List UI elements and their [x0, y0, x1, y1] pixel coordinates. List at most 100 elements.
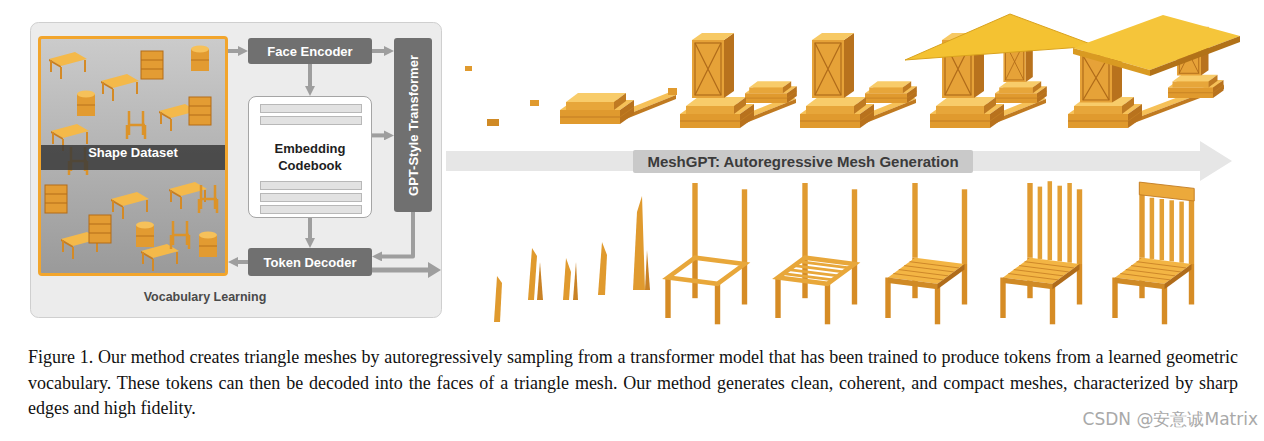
table-sequence — [995, 81, 1047, 103]
table-sequence — [692, 33, 734, 98]
box-label: Shape Dataset — [41, 145, 225, 170]
chair-sequence — [573, 262, 578, 300]
figure-caption: Figure 1. Our method creates triangle me… — [28, 345, 1238, 422]
table-sequence — [1073, 15, 1240, 70]
chair-sequence — [1115, 258, 1192, 290]
flow-arrow — [308, 218, 312, 242]
generation-band-arrow — [446, 141, 1232, 181]
transformer-box: GPT-Style Transformer — [394, 38, 432, 212]
table-sequence — [800, 97, 874, 128]
chair-sequence — [563, 258, 571, 300]
dataset-thumbnails — [141, 244, 179, 271]
chair-sequence — [915, 183, 965, 264]
table-sequence — [487, 119, 499, 126]
table-sequence — [530, 100, 539, 106]
dataset-thumbnails — [191, 46, 209, 72]
table-sequence — [465, 14, 1240, 128]
chair-sequence — [528, 248, 537, 300]
chair-sequence — [778, 183, 855, 324]
dataset-thumbnails — [127, 111, 145, 139]
flow-arrow — [228, 49, 242, 53]
codebook-entries — [249, 97, 371, 217]
table-sequence — [465, 66, 472, 71]
chair-sequence — [783, 262, 849, 280]
dataset-thumbnails — [49, 52, 87, 79]
chair-sequence — [1152, 198, 1182, 263]
token-decoder-box: Token Decoder — [248, 248, 372, 276]
dataset-thumbnails — [136, 222, 154, 248]
codebook-entry — [260, 205, 362, 214]
table-sequence — [865, 81, 917, 103]
flow-arrow — [234, 260, 248, 264]
output-arrow — [372, 268, 429, 273]
chair-sequence — [1115, 258, 1192, 325]
table-sequence — [905, 14, 1096, 60]
chair-sequence — [598, 242, 607, 295]
table-sequence — [930, 97, 1004, 128]
chair-sequence — [645, 250, 650, 290]
table-sequence — [800, 33, 917, 128]
dataset-thumbnails — [171, 221, 189, 249]
flow-arrow — [372, 133, 388, 137]
vocabulary-panel: Vocabulary Learning — [30, 22, 442, 318]
chair-sequence — [888, 258, 965, 325]
box-label: Embedding Codebook — [254, 140, 366, 174]
table-sequence — [745, 81, 797, 103]
box-label: Vocabulary Learning — [30, 290, 380, 304]
box-label: Face Encoder — [267, 44, 352, 59]
table-sequence — [560, 93, 634, 124]
box-label: GPT-Style Transformer — [406, 55, 421, 196]
box-label: MeshGPT: Autoregressive Mesh Generation — [647, 153, 958, 170]
chair-sequence — [888, 183, 965, 324]
dataset-thumbnails — [77, 91, 95, 117]
table-sequence — [1073, 48, 1150, 76]
dataset-thumbnails — [89, 215, 111, 243]
codebook-entry — [260, 116, 362, 125]
watermark: CSDN @安意诚Matrix — [1083, 408, 1258, 431]
table-sequence — [680, 33, 797, 128]
chair-sequence — [1139, 182, 1194, 201]
table-sequence — [1150, 36, 1240, 76]
table-sequence — [812, 33, 854, 98]
chair-sequence — [668, 183, 745, 324]
dataset-thumbnails — [111, 192, 149, 219]
chair-sequence — [1030, 183, 1080, 264]
chair-sequence — [494, 276, 502, 322]
panel-ground — [31, 23, 442, 318]
dataset-thumbnails — [141, 51, 163, 79]
chair-sequence — [668, 258, 745, 284]
chair-sequence — [1040, 181, 1070, 263]
dataset-thumbnails — [45, 185, 67, 213]
table-sequence — [668, 88, 677, 95]
chair-sequence — [1115, 182, 1194, 324]
chair-sequence — [695, 183, 745, 264]
chair-sequence — [1003, 258, 1080, 290]
chair-sequence — [537, 262, 543, 300]
shape-dataset-image: Shape Dataset — [38, 36, 228, 276]
flow-arrow — [308, 64, 312, 90]
chair-sequence — [668, 258, 745, 325]
chair-sequence — [778, 258, 855, 325]
chair-sequence — [1003, 258, 1080, 325]
output-arrow — [428, 262, 441, 278]
dataset-thumbnails — [199, 232, 217, 258]
chair-sequence — [633, 196, 645, 290]
flow-arrow — [372, 49, 388, 53]
output-arrow — [372, 262, 441, 278]
chair-sequence — [888, 258, 965, 290]
chair-sequence — [778, 258, 855, 284]
flow-arrow — [378, 212, 413, 256]
generation-label-box: MeshGPT: Autoregressive Mesh Generation — [633, 150, 973, 173]
dataset-thumbnails — [41, 39, 225, 273]
dataset-thumbnails — [199, 185, 217, 213]
codebook-entry — [260, 104, 362, 113]
table-sequence — [680, 97, 754, 128]
table-sequence — [560, 88, 677, 124]
face-encoder-box: Face Encoder — [248, 38, 372, 64]
codebook-box: Embedding Codebook — [248, 96, 372, 218]
box-label: Token Decoder — [264, 255, 357, 270]
chair-sequence — [1003, 181, 1080, 324]
dataset-thumbnails — [189, 97, 211, 125]
codebook-entry — [260, 181, 362, 190]
